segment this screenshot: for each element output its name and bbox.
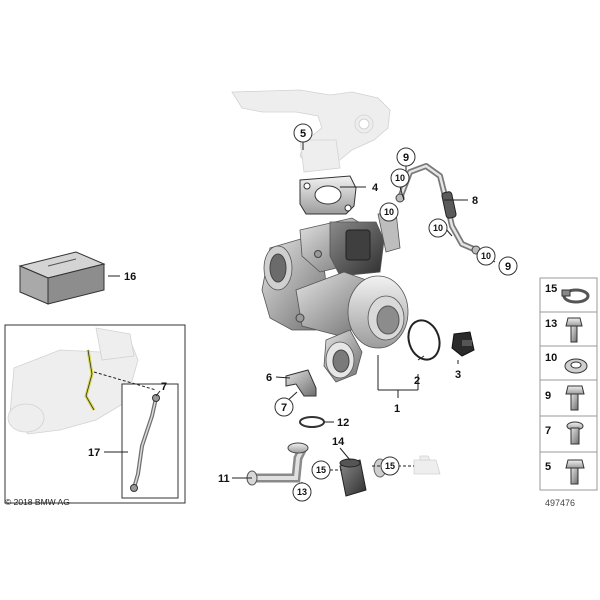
hex-bolt-icon [565, 317, 583, 343]
callout-9-right: 9 [505, 261, 511, 273]
flange-gasket [299, 175, 357, 215]
hollow-bolt-icon [565, 385, 585, 411]
label-12: 12 [337, 417, 349, 429]
collar-screw-icon [565, 459, 585, 485]
label-8: 8 [472, 195, 478, 207]
support-bracket [285, 369, 317, 397]
oil-return-pipe [246, 442, 309, 486]
label-11: 11 [218, 473, 230, 485]
legend-number-13: 13 [545, 318, 557, 330]
label-4: 4 [372, 182, 379, 194]
legend-number-5: 5 [545, 461, 551, 473]
callout-10-top: 10 [395, 173, 405, 183]
leader-lines [104, 142, 496, 489]
label-3: 3 [455, 369, 461, 381]
part-numbers: 4 8 16 2 3 1 6 12 14 11 17 7 [88, 182, 478, 485]
callout-10-center: 10 [384, 207, 394, 217]
document-number: 497476 [545, 498, 575, 508]
legend-number-7: 7 [545, 425, 551, 437]
hose-clamp-icon [561, 288, 590, 304]
label-2: 2 [414, 375, 420, 387]
o-ring [407, 319, 441, 361]
plug-connector [451, 331, 475, 357]
inset-detail [4, 324, 186, 504]
legend-number-10: 10 [545, 352, 557, 364]
callout-15-left: 15 [316, 465, 326, 475]
callout-10-right: 10 [481, 251, 491, 261]
legend-number-15: 15 [545, 283, 557, 295]
label-7-inset: 7 [161, 381, 167, 393]
label-14: 14 [332, 436, 345, 448]
callout-13: 13 [297, 487, 307, 497]
callout-7: 7 [281, 402, 287, 414]
label-17: 17 [88, 447, 100, 459]
turbocharger [261, 211, 409, 383]
callouts: 5 9 10 10 10 10 9 7 15 15 13 [274, 123, 518, 502]
oil-hose [339, 458, 367, 497]
seal-ring [299, 416, 325, 428]
exhaust-manifold-ghost [231, 89, 391, 173]
fastener-legend: 15 13 10 9 7 5 [539, 277, 598, 491]
part-box-16 [18, 251, 106, 305]
label-16: 16 [124, 271, 136, 283]
copyright-notice: © 2018 BMW AG [5, 497, 70, 507]
sealing-ring-icon [564, 358, 588, 374]
screw-icon [566, 421, 584, 445]
callout-5: 5 [300, 128, 306, 140]
hose-connector [373, 455, 441, 478]
callout-10-lower: 10 [433, 223, 443, 233]
label-1: 1 [394, 403, 400, 415]
callout-15-right: 15 [385, 461, 395, 471]
label-6: 6 [266, 372, 272, 384]
legend-number-9: 9 [545, 390, 551, 402]
callout-9-top: 9 [403, 152, 409, 164]
